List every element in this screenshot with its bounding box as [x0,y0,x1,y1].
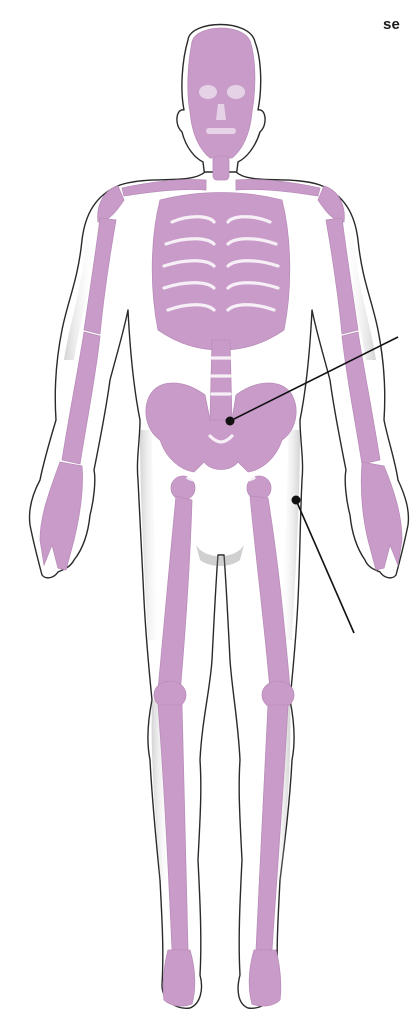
lumbar-spine [210,340,232,420]
cervical-spine [213,156,229,180]
pointer-femur-dot [292,496,301,505]
foot-left [163,950,195,1006]
pointer-spine-dot [226,417,235,426]
foot-right [249,950,281,1006]
rib-cage [152,193,290,351]
